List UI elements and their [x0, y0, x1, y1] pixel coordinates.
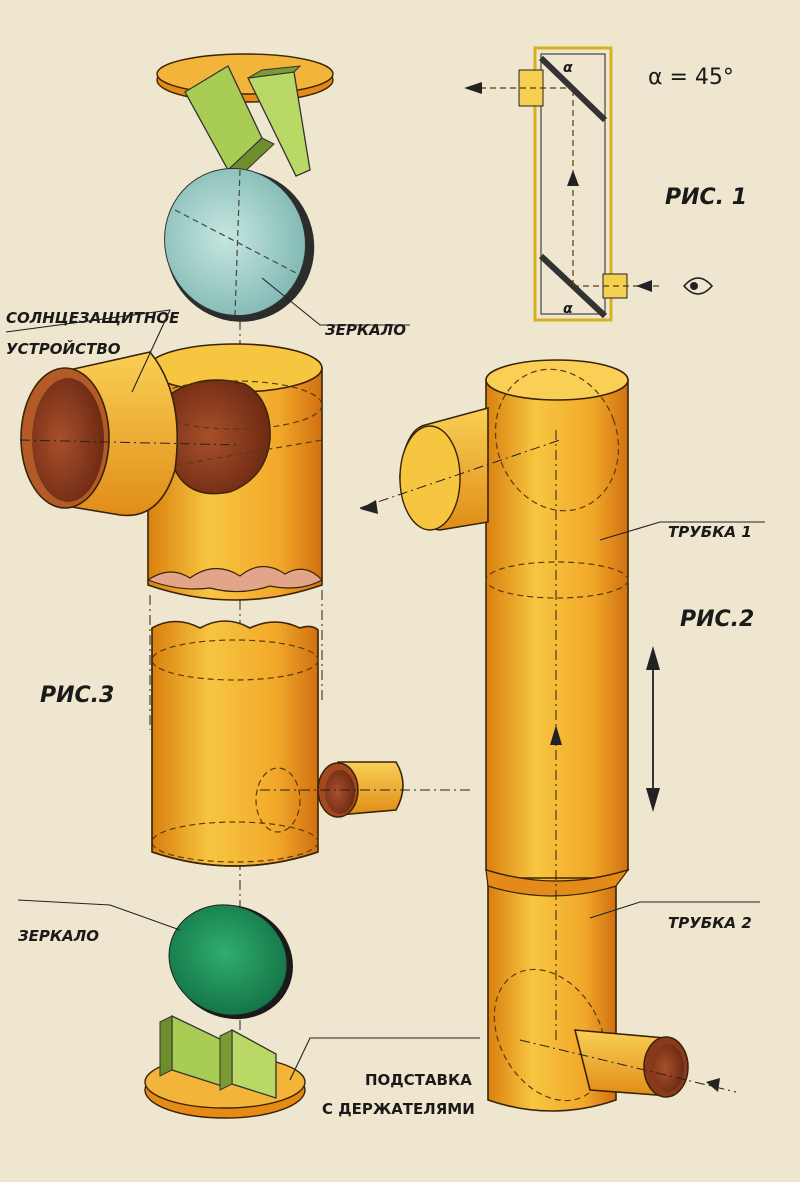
bottom-stand: [144, 1014, 306, 1119]
mirror-top: [164, 167, 315, 322]
stand-label-1: ПОДСТАВКА: [365, 1071, 472, 1089]
top-cap: [156, 53, 334, 177]
angle-label: α = 45°: [648, 65, 734, 90]
mirror-bottom-label: ЗЕРКАЛО: [18, 927, 99, 945]
mirror-top-label: ЗЕРКАЛО: [325, 321, 406, 339]
sunshade-device: [19, 351, 241, 517]
fig2-assembled: ТРУБКА 1 ТРУБКА 2 РИС.2: [359, 359, 765, 1112]
tube-1: [485, 359, 629, 882]
lower-tube: [151, 620, 319, 867]
fig1-schematic: α α α = 45° РИС. 1: [464, 46, 747, 322]
telescoping-arrow-up: [646, 646, 660, 670]
eye-icon: [682, 277, 714, 295]
tube1-label: ТРУБКА 1: [668, 523, 752, 541]
fig3-exploded: ЗЕРКАЛО СОЛНЦЕЗАЩИТНОЕ УСТРОЙСТВО: [5, 53, 480, 1119]
fig1-alpha-bottom: α: [563, 301, 573, 317]
tube-1-eyepiece: [359, 406, 561, 531]
upper-tube: [146, 343, 323, 601]
tube2-label: ТРУБКА 2: [668, 914, 752, 932]
stand-label-2: С ДЕРЖАТЕЛЯМИ: [322, 1100, 475, 1118]
sunshade-label-1: СОЛНЦЕЗАЩИТНОЕ: [6, 309, 180, 327]
mirror-bottom: [168, 904, 293, 1020]
fig2-label: РИС.2: [680, 607, 754, 632]
telescoping-arrow-down: [646, 788, 660, 812]
fig1-alpha-top: α: [563, 60, 573, 76]
sunshade-label-2: УСТРОЙСТВО: [6, 339, 121, 358]
tube-2-eyepiece: [519, 1029, 737, 1098]
fig3-label: РИС.3: [40, 683, 114, 708]
fig1-mirror-top: [538, 55, 608, 123]
fig1-label: РИС. 1: [665, 185, 747, 210]
eyepiece-tube-small: [260, 761, 470, 818]
fig1-frame: [533, 46, 613, 322]
